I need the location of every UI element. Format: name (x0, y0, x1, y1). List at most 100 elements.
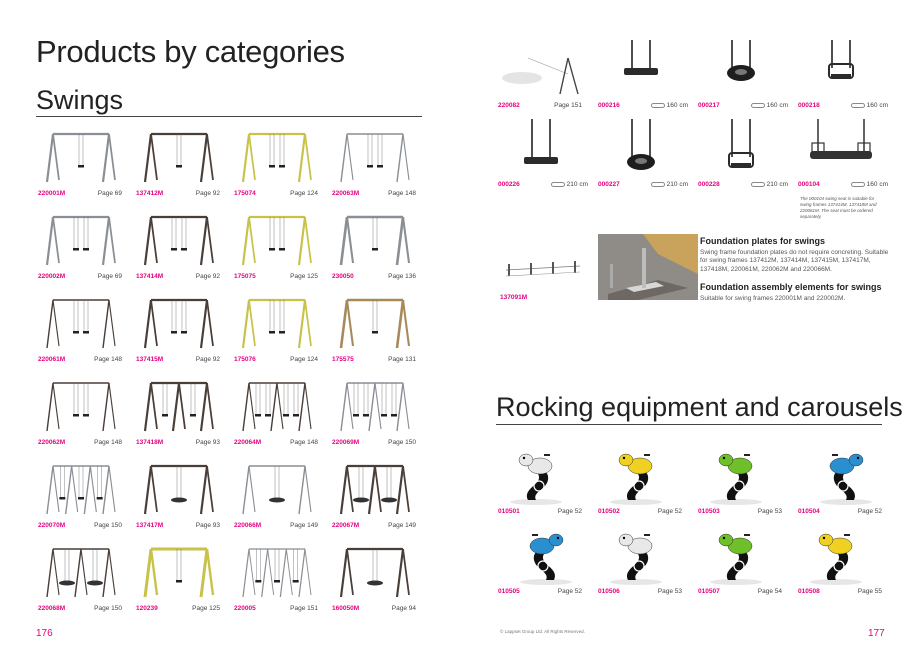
reference-text: Page 53 (757, 508, 782, 515)
page-reference: Page 52 (558, 508, 582, 515)
product-item[interactable]: 220061M Page 148 (36, 292, 134, 372)
product-image (143, 298, 214, 349)
product-code: 220061M (38, 356, 66, 363)
product-item[interactable]: 220070M Page 150 (36, 458, 134, 538)
product-image (627, 119, 655, 170)
reference-text: Page 148 (94, 356, 122, 363)
product-code: 010504 (798, 508, 820, 515)
product-item[interactable]: 000227 210 cm (596, 117, 694, 197)
reference-text: Page 124 (290, 190, 318, 197)
product-image (143, 132, 214, 183)
product-image (728, 119, 754, 168)
page-reference: Page 69 (98, 273, 122, 280)
page-reference: Page 125 (192, 605, 220, 612)
product-code: 137418M (136, 439, 164, 446)
foundation-item[interactable]: 137091M (498, 236, 596, 316)
product-code: 010506 (598, 588, 620, 595)
product-code: 010503 (698, 508, 720, 515)
product-code: 137412M (136, 190, 164, 197)
product-code: 137415M (136, 356, 164, 363)
product-item[interactable]: 000216 160 cm (596, 38, 694, 118)
product-code: 220066M (234, 522, 262, 529)
page-reference: Page 151 (290, 605, 318, 612)
product-code: 137091M (500, 294, 528, 301)
product-image (340, 382, 410, 432)
page-reference: Page 150 (94, 605, 122, 612)
product-image (241, 215, 312, 266)
product-code: 120239 (136, 605, 158, 612)
product-image (241, 132, 312, 183)
product-code: 220069M (332, 439, 360, 446)
product-image (810, 119, 872, 159)
product-image (502, 57, 579, 95)
page-reference: Page 148 (94, 356, 122, 363)
product-item[interactable]: 010506 Page 53 (596, 524, 694, 604)
product-code: 220063M (332, 190, 360, 197)
product-code: 010505 (498, 588, 520, 595)
product-image (520, 533, 572, 585)
reference-text: Page 150 (94, 522, 122, 529)
copyright: © Lappset Group Ltd. All Rights Reserved… (500, 629, 585, 634)
page-reference: Page 94 (392, 605, 416, 612)
product-item[interactable]: 120239 Page 125 (134, 541, 232, 621)
product-item[interactable]: 137415M Page 92 (134, 292, 232, 372)
product-code: 220068M (38, 605, 66, 612)
product-image (339, 215, 411, 266)
product-code: 137414M (136, 273, 164, 280)
page-reference: Page 151 (554, 102, 582, 109)
reference-text: 160 cm (766, 102, 788, 109)
product-code: 220070M (38, 522, 66, 529)
product-image (46, 299, 116, 349)
product-image (241, 298, 312, 349)
reference-text: Page 93 (195, 522, 220, 529)
reference-text: 160 cm (666, 102, 688, 109)
product-item[interactable]: 220068M Page 150 (36, 541, 134, 621)
product-code: 000216 (598, 102, 620, 109)
reference-text: Page 92 (195, 273, 220, 280)
reference-text: Page 151 (554, 102, 582, 109)
product-image (727, 40, 755, 81)
product-item[interactable]: 010503 Page 53 (696, 444, 794, 524)
page-reference: Page 92 (196, 356, 220, 363)
page-reference: Page 149 (388, 522, 416, 529)
product-item[interactable]: 137414M Page 92 (134, 209, 232, 289)
product-code: 220001M (38, 190, 66, 197)
product-code: 000227 (598, 181, 620, 188)
page-reference: Page 53 (658, 588, 682, 595)
reference-text: Page 69 (97, 273, 122, 280)
section-title-rocking: Rocking equipment and carousels (496, 392, 903, 422)
chain-length-icon (750, 102, 765, 108)
reference-text: 210 cm (666, 181, 688, 188)
